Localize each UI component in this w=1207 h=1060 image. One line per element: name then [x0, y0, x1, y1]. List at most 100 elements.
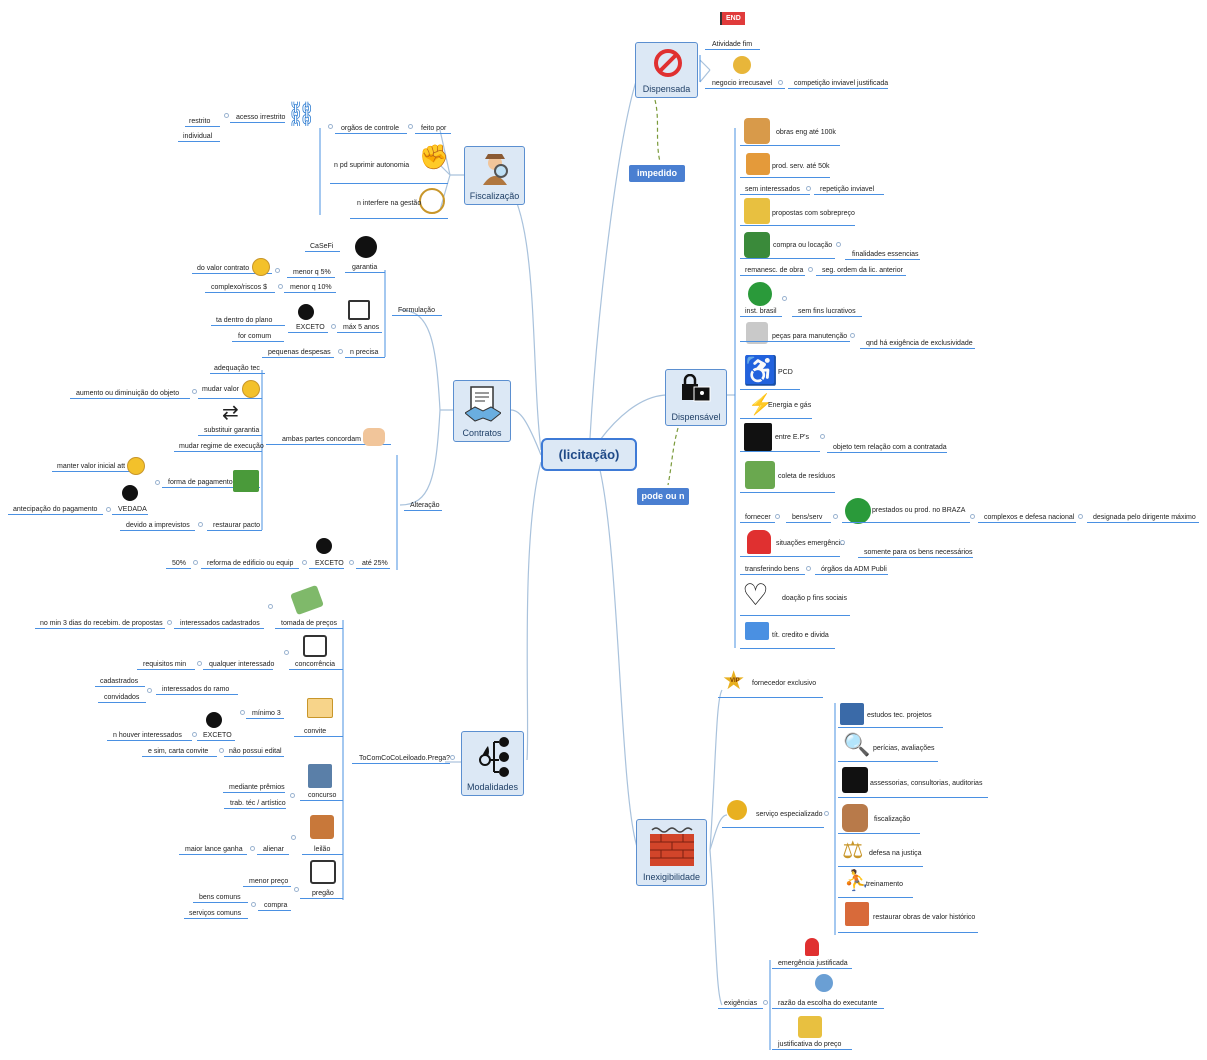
branch-modalidades[interactable]: Modalidades [461, 731, 524, 796]
node-energia[interactable]: Energia e gás [768, 402, 812, 409]
node-individual[interactable]: individual [183, 133, 213, 140]
branch-fiscalizacao[interactable]: Fiscalização [464, 146, 525, 205]
node-feito-por[interactable]: feito por [421, 125, 447, 132]
node-n-pd[interactable]: n pd suprimir autonomia [334, 162, 410, 169]
node-situacoes[interactable]: situações emergência [776, 540, 845, 547]
node-no-min[interactable]: no min 3 dias do recebim. de propostas [40, 620, 163, 627]
node-alienar[interactable]: alienar [263, 846, 285, 853]
branch-contratos[interactable]: Contratos [453, 380, 511, 442]
node-entre-eps[interactable]: entre E.P's [775, 434, 810, 441]
node-mudar-valor[interactable]: mudar valor [202, 386, 239, 393]
node-defesa[interactable]: defesa na justiça [869, 850, 922, 857]
node-garantia[interactable]: garantia [352, 264, 378, 271]
node-compra-mod[interactable]: compra [264, 902, 288, 909]
node-objeto[interactable]: objeto tem relação com a contratada [833, 444, 947, 451]
node-do-valor[interactable]: do valor contrato [197, 265, 250, 272]
node-tomada[interactable]: tomada de preços [281, 620, 338, 627]
node-sem-interessados[interactable]: sem interessados [745, 186, 800, 193]
node-mediante[interactable]: mediante prêmios [229, 784, 285, 791]
node-substituir[interactable]: substituir garantia [204, 427, 260, 434]
node-bens-serv[interactable]: bens/serv [792, 514, 823, 521]
node-devido[interactable]: devido a imprevistos [126, 522, 190, 529]
node-convidados[interactable]: convidados [104, 694, 140, 701]
node-competicao[interactable]: competição inviavel justificada [794, 80, 889, 87]
node-coleta[interactable]: coleta de resíduos [778, 473, 836, 480]
node-exceto[interactable]: EXCETO [296, 324, 325, 331]
node-repeticao[interactable]: repetição inviavel [820, 186, 875, 193]
node-leilao[interactable]: leilão [314, 846, 331, 853]
node-designada[interactable]: designada pelo dirigente máximo [1093, 514, 1196, 521]
node-complexo[interactable]: complexo/riscos $ [211, 284, 268, 291]
node-n-precisa[interactable]: n precisa [350, 349, 379, 356]
node-orgaos-controle[interactable]: orgãos de controle [341, 125, 399, 132]
node-concurso[interactable]: concurso [308, 792, 337, 799]
node-emergencia[interactable]: emergência justificada [778, 960, 848, 967]
node-servicos[interactable]: serviços comuns [189, 910, 242, 917]
node-treinamento[interactable]: treinamento [866, 881, 903, 888]
node-assessorias[interactable]: assessorias, consultorias, auditorias [870, 780, 983, 787]
node-finalidades[interactable]: finalidades essencias [852, 251, 919, 258]
node-for-comum[interactable]: for comum [238, 333, 272, 340]
node-menor-preco[interactable]: menor preço [249, 878, 289, 885]
node-antecipacao[interactable]: antecipação do pagamento [13, 506, 98, 513]
node-formulacao[interactable]: Formulação [398, 307, 435, 314]
node-razao[interactable]: razão da escolha do executante [778, 1000, 878, 1007]
node-servico[interactable]: serviço especializado [756, 811, 823, 818]
node-seg-ordem[interactable]: seg. ordem da lic. anterior [822, 267, 903, 274]
node-acronym[interactable]: ToComCoCoLeiloado.Prega? [359, 755, 451, 762]
node-requisitos[interactable]: requisitos min [143, 661, 187, 668]
node-restrito[interactable]: restrito [189, 118, 211, 125]
node-transferindo[interactable]: transferindo bens [745, 566, 800, 573]
node-exigencias[interactable]: exigências [724, 1000, 758, 1007]
node-interessados-cad[interactable]: interessados cadastrados [180, 620, 260, 627]
node-somente[interactable]: somente para os bens necessários [864, 549, 973, 556]
node-aumento[interactable]: aumento ou diminuição do objeto [76, 390, 180, 397]
node-compra[interactable]: compra ou locação [773, 242, 833, 249]
node-interessados-ramo[interactable]: interessados do ramo [162, 686, 230, 693]
node-n-houver[interactable]: n houver interessados [113, 732, 182, 739]
node-alteracao[interactable]: Alteração [410, 502, 440, 509]
node-mudar-regime[interactable]: mudar regime de execução [179, 443, 264, 450]
branch-dispensavel[interactable]: Dispensável [665, 369, 727, 426]
node-vedada[interactable]: VEDADA [118, 506, 147, 513]
node-sem-fins[interactable]: sem fins lucrativos [798, 308, 856, 315]
node-trab[interactable]: trab. téc / artístico [230, 800, 286, 807]
node-qualquer[interactable]: qualquer interessado [209, 661, 275, 668]
node-concorrencia[interactable]: concorrência [295, 661, 336, 668]
central-topic[interactable]: (licitação) [541, 438, 637, 471]
node-pericias[interactable]: perícias, avaliações [873, 745, 935, 752]
node-qnd[interactable]: qnd há exigência de exclusividade [866, 340, 973, 347]
node-fiscalizacao-inex[interactable]: fiscalização [874, 816, 911, 823]
node-menor10[interactable]: menor q 10% [290, 284, 332, 291]
node-complexos[interactable]: complexos e defesa nacional [984, 514, 1075, 521]
node-obras[interactable]: obras eng até 100k [776, 129, 836, 136]
node-n-interfere[interactable]: n interfere na gestão [357, 200, 422, 207]
node-estudos[interactable]: estudos tec. projetos [867, 712, 932, 719]
node-pregao[interactable]: pregão [312, 890, 334, 897]
node-manter[interactable]: manter valor inicial att [57, 463, 126, 470]
node-atividade-fim[interactable]: Atividade fim [712, 41, 753, 48]
node-doacao[interactable]: doação p fins sociais [782, 595, 847, 602]
node-cadastrados[interactable]: cadastrados [100, 678, 139, 685]
node-max5[interactable]: máx 5 anos [343, 324, 380, 331]
tag-impedido[interactable]: impedido [629, 165, 685, 182]
node-adequacao[interactable]: adequação tec [214, 365, 260, 372]
node-exceto-mod[interactable]: EXCETO [203, 732, 232, 739]
node-remanesc[interactable]: remanesc. de obra [745, 267, 804, 274]
node-minimo3[interactable]: mínimo 3 [252, 710, 281, 717]
node-e-sim[interactable]: e sim, carta convite [148, 748, 209, 755]
branch-inexigibilidade[interactable]: Inexigibilidade [636, 819, 707, 886]
node-propostas[interactable]: propostas com sobrepreço [772, 210, 855, 217]
node-fornecedor[interactable]: fornecedor exclusivo [752, 680, 817, 687]
node-forma-pagamento[interactable]: forma de pagamento [168, 479, 233, 486]
node-casefi[interactable]: CaSeFi [310, 243, 334, 250]
node-tit[interactable]: tít. credito e divida [772, 632, 829, 639]
node-exceto2[interactable]: EXCETO [315, 560, 344, 567]
node-bens-comuns[interactable]: bens comuns [199, 894, 241, 901]
node-justificativa[interactable]: justificativa do preço [778, 1041, 842, 1048]
node-prod[interactable]: prod. serv. até 50k [772, 163, 830, 170]
node-inst-brasil[interactable]: inst. brasil [745, 308, 777, 315]
node-orgaos[interactable]: órgãos da ADM Publi [821, 566, 887, 573]
node-ate25[interactable]: até 25% [362, 560, 388, 567]
node-maior-lance[interactable]: maior lance ganha [185, 846, 243, 853]
